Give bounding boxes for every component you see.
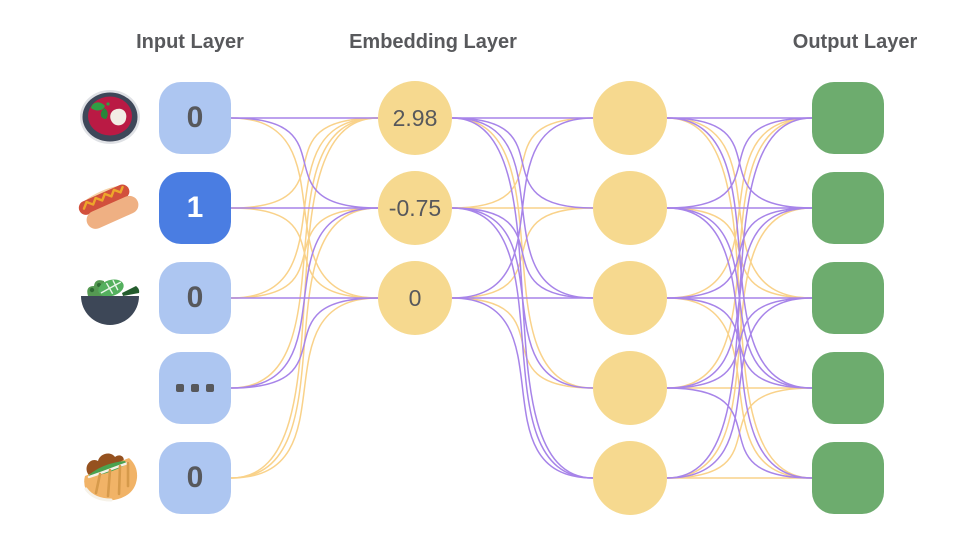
input-node	[159, 352, 231, 424]
connection-edge	[666, 387, 813, 479]
connection-edge	[230, 207, 379, 389]
ellipsis-dots	[176, 384, 214, 392]
connection-edge	[666, 297, 813, 389]
output-node	[812, 82, 884, 154]
connection-edge	[451, 207, 594, 299]
embedding-node-value: 0	[408, 284, 422, 311]
input-node: 0	[159, 262, 231, 334]
hidden-node	[593, 441, 667, 515]
input-node-active: 1	[159, 172, 231, 244]
embedding-node: -0.75	[378, 171, 452, 245]
salad-icon	[77, 266, 143, 330]
embedding-node-value: 2.98	[392, 104, 438, 131]
embedding-node: 0	[378, 261, 452, 335]
connection-edge	[451, 117, 594, 209]
connection-edge	[666, 207, 813, 299]
input-node: 0	[159, 442, 231, 514]
input-node-label: 0	[186, 461, 204, 494]
hidden-node	[593, 81, 667, 155]
input-node-label: 0	[186, 101, 204, 134]
output-layer-title: Output Layer	[792, 31, 918, 53]
hidden-node	[593, 261, 667, 335]
connection-edge	[230, 297, 379, 389]
connection-edge	[451, 297, 594, 479]
soup-bowl-icon	[77, 86, 143, 150]
connection-edge	[230, 297, 379, 479]
hidden-node	[593, 171, 667, 245]
connection-edge	[666, 117, 813, 209]
embedding-node-value: -0.75	[388, 194, 442, 221]
hidden-node	[593, 351, 667, 425]
connection-edge	[666, 297, 813, 479]
connection-edge	[230, 117, 379, 389]
connection-edge	[451, 117, 594, 299]
connection-edge	[230, 117, 379, 209]
input-layer-title: Input Layer	[136, 31, 244, 53]
input-node-label: 0	[186, 281, 204, 314]
output-node	[812, 352, 884, 424]
connection-edge	[451, 207, 594, 479]
connection-edge	[666, 117, 813, 479]
stuffed-flatbread-icon	[77, 446, 143, 510]
input-node-label: 1	[186, 191, 204, 224]
output-node	[812, 442, 884, 514]
hot-dog-icon	[77, 176, 143, 240]
input-node: 0	[159, 82, 231, 154]
output-node	[812, 172, 884, 244]
embedding-layer-title: Embedding Layer	[349, 31, 517, 53]
output-node	[812, 262, 884, 334]
embedding-node: 2.98	[378, 81, 452, 155]
